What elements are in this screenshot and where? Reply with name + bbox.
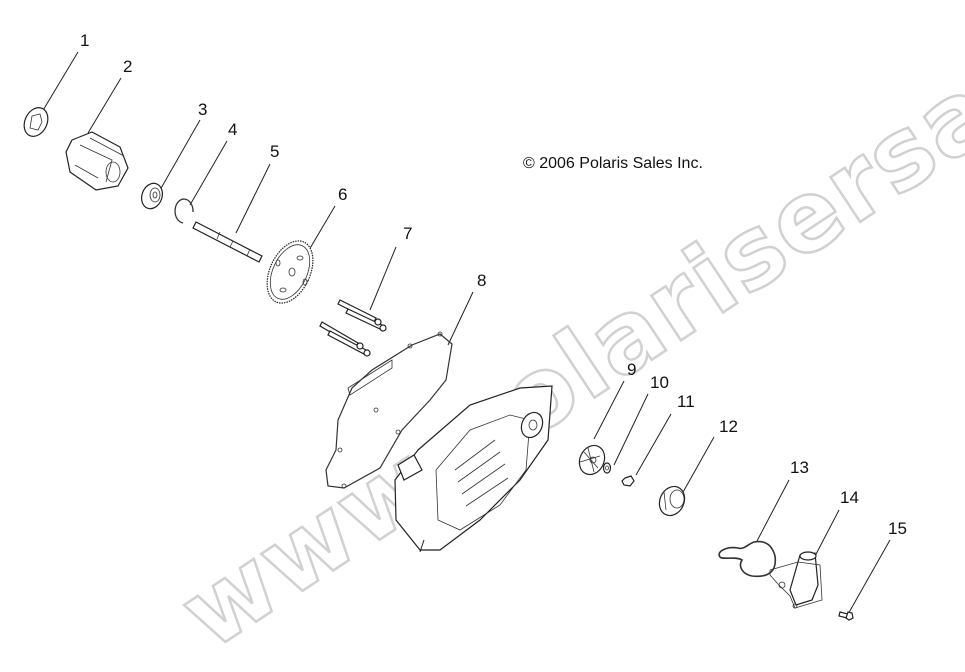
callout-13: 13 [790, 458, 809, 477]
callout-14: 14 [840, 488, 859, 507]
part-3-bearing [141, 182, 163, 210]
callout-10: 10 [650, 373, 669, 392]
callout-6: 6 [338, 185, 348, 204]
part-7-bolts [319, 299, 387, 357]
copyright-notice: © 2006 Polaris Sales Inc. [523, 155, 703, 172]
part-15-bolt [838, 611, 854, 621]
callout-12: 12 [719, 417, 738, 436]
part-13-o-ring [718, 540, 777, 578]
part-11-nut [621, 475, 635, 487]
callout-11: 11 [677, 392, 695, 411]
part-8-gasket [325, 331, 453, 489]
part-4-snap-ring [174, 198, 194, 224]
part-6-gear [266, 240, 314, 304]
leader-lines [41, 51, 891, 617]
engine-cover-housing [394, 385, 553, 553]
part-10-washer [602, 462, 612, 474]
callout-8: 8 [477, 271, 487, 290]
part-14-pump-cover [769, 551, 823, 609]
part-9-impeller [578, 444, 606, 476]
callout-15: 15 [888, 519, 907, 538]
callout-1: 1 [80, 31, 90, 50]
callout-3: 3 [198, 100, 208, 119]
callout-7: 7 [403, 224, 413, 243]
callout-4: 4 [228, 120, 238, 139]
part-5-shaft [192, 221, 263, 263]
part-12-seal [658, 485, 686, 517]
part-1-pump-rotor [23, 107, 49, 137]
callout-5: 5 [270, 142, 280, 161]
part-2-pump-housing [65, 131, 129, 191]
callout-9: 9 [627, 360, 637, 379]
callout-2: 2 [123, 57, 133, 76]
